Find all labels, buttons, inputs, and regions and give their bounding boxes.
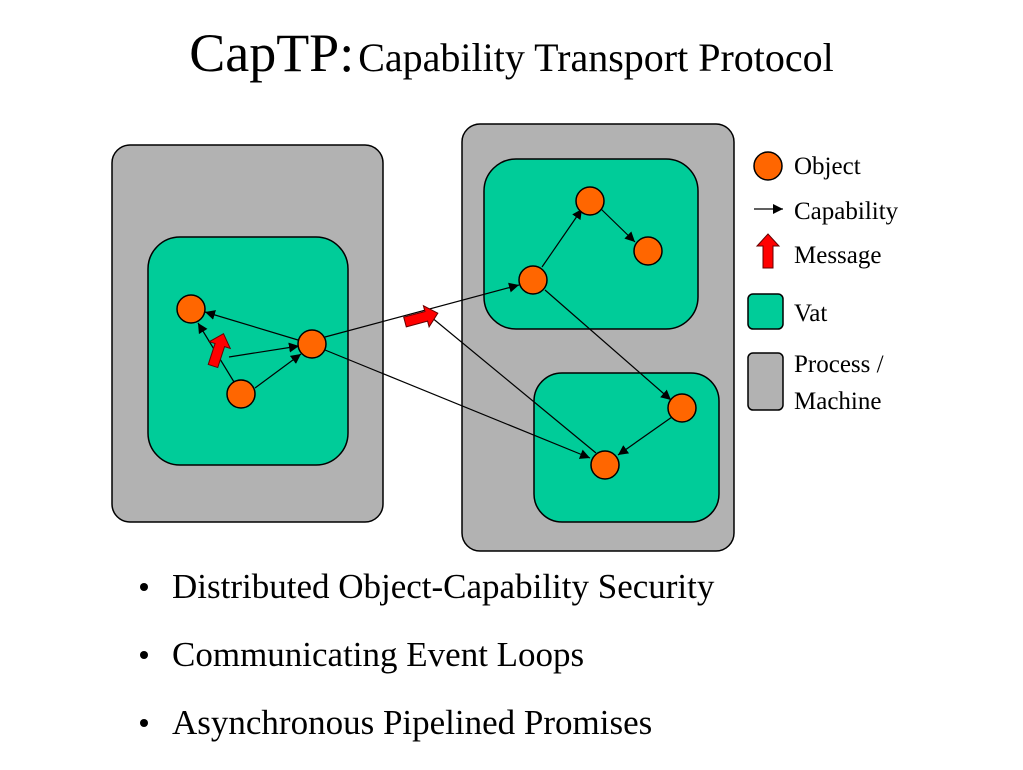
legend-message-swatch (755, 233, 781, 269)
capability-arrow (424, 311, 597, 454)
vat-right-top (483, 158, 699, 330)
bullet-item: Communicating Event Loops (140, 634, 714, 702)
legend-process-label: Process / (794, 351, 884, 378)
slide-title: CapTP: Capability Transport Protocol (0, 22, 1023, 84)
legend-process-swatch (747, 352, 784, 411)
capability-arrow (204, 310, 299, 341)
bullet-text: Distributed Object-Capability Security (172, 567, 715, 606)
capability-arrow (324, 282, 520, 338)
capability-arrow (324, 349, 591, 459)
capability-arrows (197, 208, 673, 459)
vat-left (147, 236, 349, 466)
bullet-list: Distributed Object-Capability Security C… (140, 566, 714, 770)
message-arrow (403, 304, 439, 329)
capability-arrow (228, 342, 300, 358)
capability-arrow (254, 353, 302, 389)
bullet-item: Distributed Object-Capability Security (140, 566, 714, 634)
bullet-dot (140, 651, 148, 659)
title-subtitle: Capability Transport Protocol (358, 35, 834, 80)
capability-arrow (541, 208, 583, 268)
object-node (176, 294, 206, 324)
object-node (226, 379, 256, 409)
capability-arrow (617, 416, 673, 456)
capability-arrow (600, 208, 636, 243)
legend-message-label: Message (794, 242, 882, 269)
legend-capability-label: Capability (794, 198, 899, 225)
vat-right-bottom (533, 372, 720, 523)
bullet-text: Communicating Event Loops (172, 635, 585, 674)
legend-object-label: Object (794, 153, 861, 180)
object-node (633, 236, 663, 266)
object-node (575, 186, 605, 216)
object-node (297, 329, 327, 359)
message-arrow (207, 332, 232, 369)
bullet-dot (140, 719, 148, 727)
objects (176, 186, 697, 480)
object-node (518, 265, 548, 295)
object-node (667, 393, 697, 423)
bullet-dot (140, 583, 148, 591)
capability-arrow (544, 289, 672, 401)
legend-machine-label: Machine (794, 388, 882, 415)
bullet-text: Asynchronous Pipelined Promises (172, 703, 653, 742)
bullet-item: Asynchronous Pipelined Promises (140, 702, 714, 770)
legend-vat-label: Vat (794, 300, 828, 327)
legend-vat-swatch (747, 293, 784, 330)
legend-object-swatch (753, 151, 783, 181)
object-node (590, 450, 620, 480)
title-main: CapTP: (189, 23, 355, 83)
